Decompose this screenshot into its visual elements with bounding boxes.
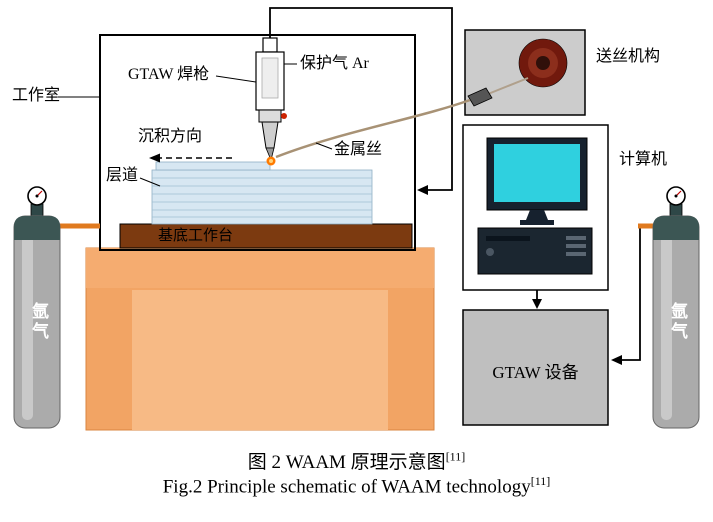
work-chamber-box — [99, 34, 416, 251]
worktable — [85, 247, 435, 431]
caption-cn: 图 2 WAAM 原理示意图[11] — [0, 447, 713, 474]
caption-en-ref: [11] — [530, 474, 551, 488]
caption-en-text: Fig.2 Principle schematic of WAAM techno… — [162, 476, 531, 498]
label-computer: 计算机 — [619, 151, 668, 168]
computer-unit — [462, 124, 609, 291]
label-work-chamber: 工作室 — [12, 87, 61, 104]
argon-cylinder-left — [13, 186, 61, 429]
label-gtaw-torch: GTAW 焊枪 — [128, 66, 210, 83]
label-shielding-gas: 保护气 Ar — [300, 55, 369, 72]
signal-line-computer-gtaw — [532, 290, 542, 309]
label-argon-right: 氩气 — [668, 302, 687, 342]
signal-line-right — [611, 226, 641, 365]
argon-cylinder-right — [652, 186, 700, 429]
label-substrate-table: 基底工作台 — [158, 228, 234, 244]
deposited-layers — [151, 161, 373, 225]
label-layer-path: 层道 — [106, 167, 139, 184]
gtaw-equipment-box — [462, 309, 609, 426]
label-deposition-direction: 沉积方向 — [138, 128, 203, 145]
label-argon-left: 氩气 — [29, 302, 48, 342]
arrowhead-into-chamber — [417, 185, 428, 195]
label-pointer-lines — [58, 63, 333, 187]
wire-feeder-unit — [464, 29, 586, 116]
label-metal-wire: 金属丝 — [334, 141, 383, 158]
feed-head — [467, 87, 493, 107]
caption-cn-ref: [11] — [445, 449, 466, 464]
caption-en: Fig.2 Principle schematic of WAAM techno… — [0, 474, 713, 498]
label-wire-feeder: 送丝机构 — [596, 48, 661, 65]
arrowhead-into-gtaw-top — [532, 299, 542, 309]
caption-cn-text: 图 2 WAAM 原理示意图 — [247, 452, 446, 473]
substrate-plate — [119, 223, 413, 249]
torch-nozzle — [261, 121, 279, 149]
label-gtaw-equipment: GTAW 设备 — [492, 363, 579, 382]
metal-wire-curve — [275, 98, 471, 159]
deposition-direction-arrow — [149, 153, 232, 163]
arrowhead-into-gtaw-right — [611, 355, 622, 365]
torch-indicator — [281, 113, 287, 119]
gtaw-torch — [255, 37, 287, 166]
monitor-screen — [494, 144, 580, 202]
signal-line-top — [269, 7, 453, 195]
computer-tower — [477, 227, 593, 275]
